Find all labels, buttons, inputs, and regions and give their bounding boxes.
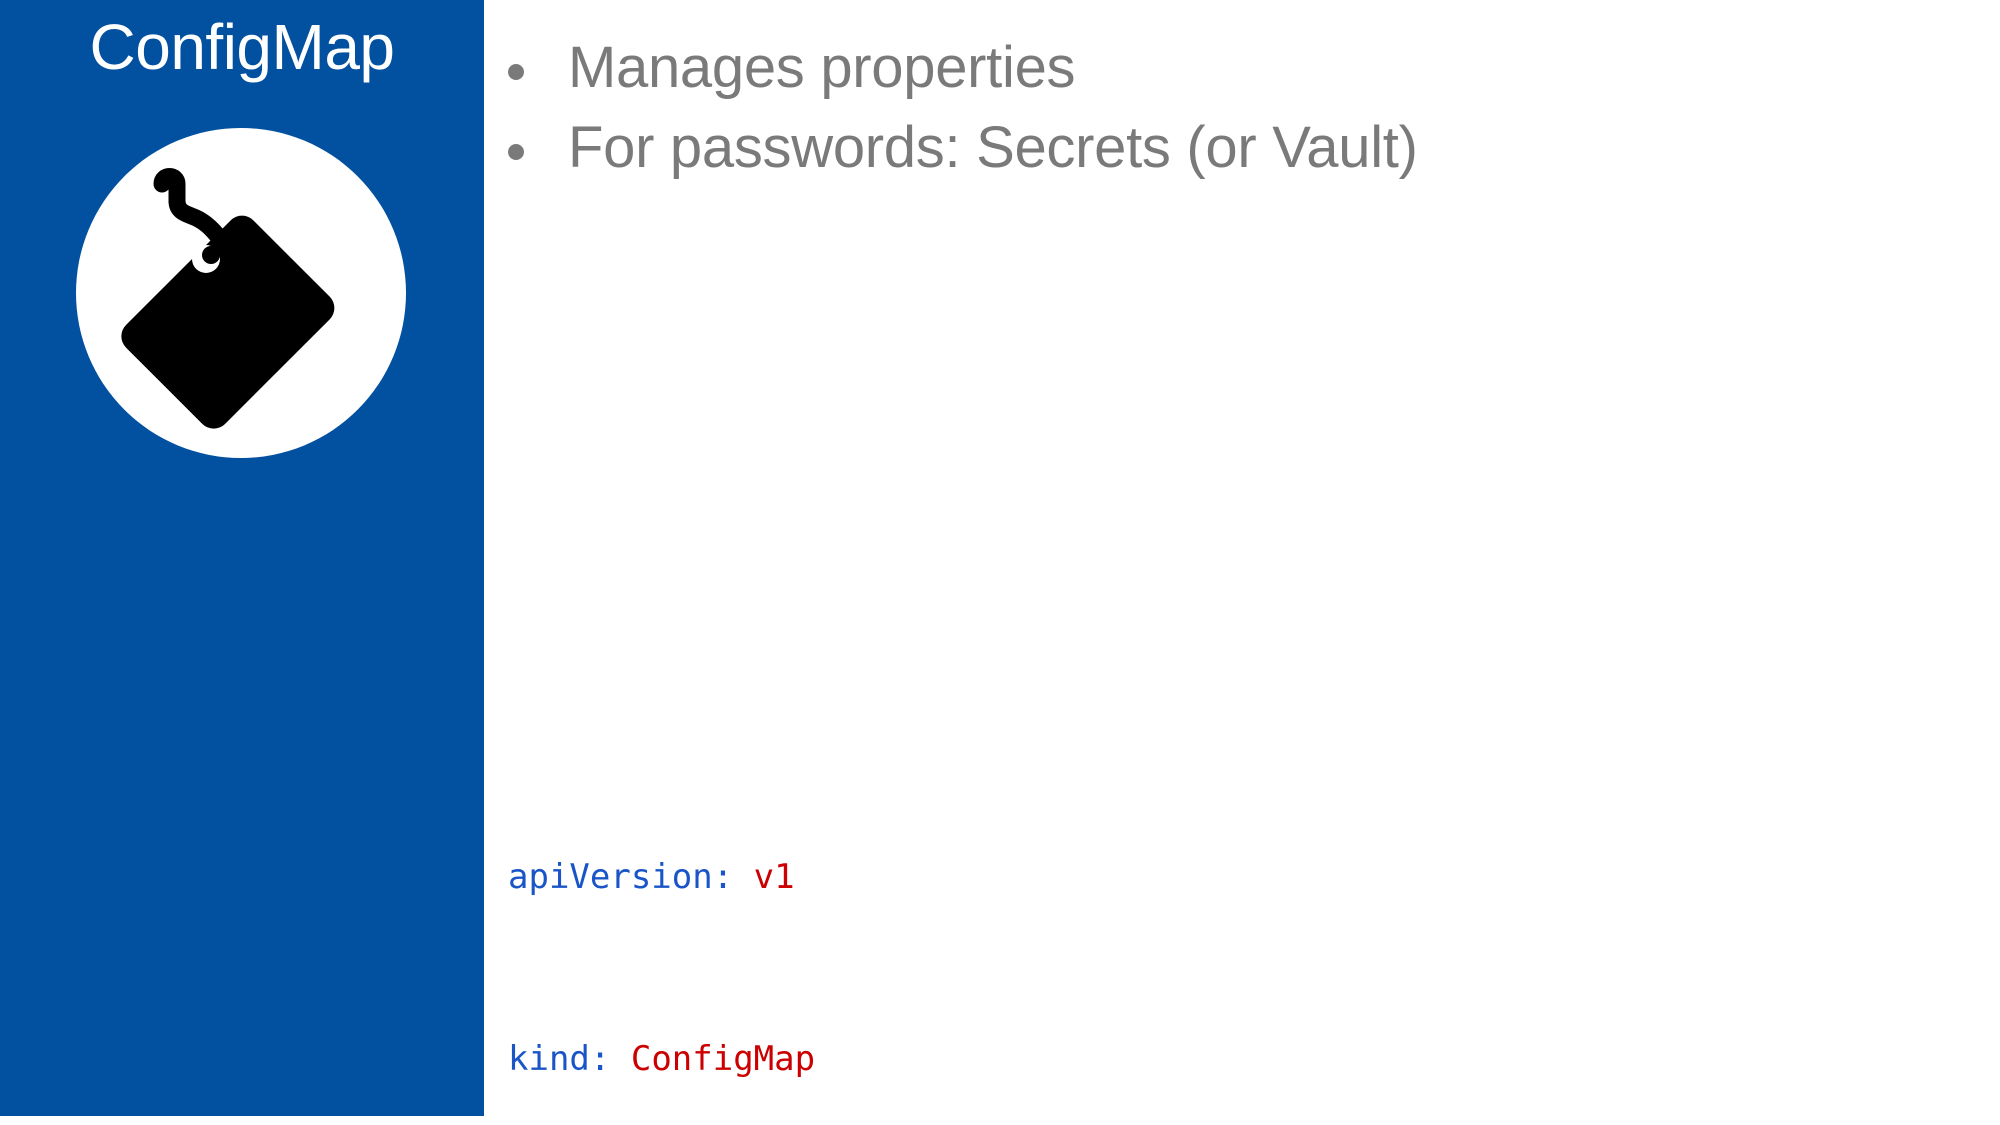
content-panel: Manages properties For passwords: Secret…	[484, 0, 2000, 1125]
page-title: ConfigMap	[89, 11, 396, 83]
code-value: ConfigMap	[630, 1038, 816, 1079]
code-line: kind: ConfigMap	[508, 1037, 1061, 1083]
icon-disc	[76, 128, 406, 458]
code-line: apiVersion: v1	[508, 855, 1061, 901]
bullet-dot-icon	[508, 144, 524, 160]
sidebar-panel: ConfigMap	[0, 0, 484, 1116]
yaml-code-block: apiVersion: v1 kind: ConfigMap metadata:…	[508, 718, 1061, 1125]
code-value: v1	[753, 856, 795, 897]
list-item: For passwords: Secrets (or Vault)	[508, 108, 1968, 188]
bullet-list: Manages properties For passwords: Secret…	[508, 28, 1968, 188]
price-tag-icon	[121, 168, 335, 429]
list-item: Manages properties	[508, 28, 1968, 108]
bullet-text: Manages properties	[568, 35, 1076, 100]
bullet-dot-icon	[508, 64, 524, 80]
code-separator	[610, 1039, 630, 1079]
bullet-text: For passwords: Secrets (or Vault)	[568, 115, 1418, 180]
code-separator	[733, 857, 753, 897]
code-key: apiVersion:	[508, 856, 734, 897]
code-key: kind:	[508, 1038, 611, 1079]
